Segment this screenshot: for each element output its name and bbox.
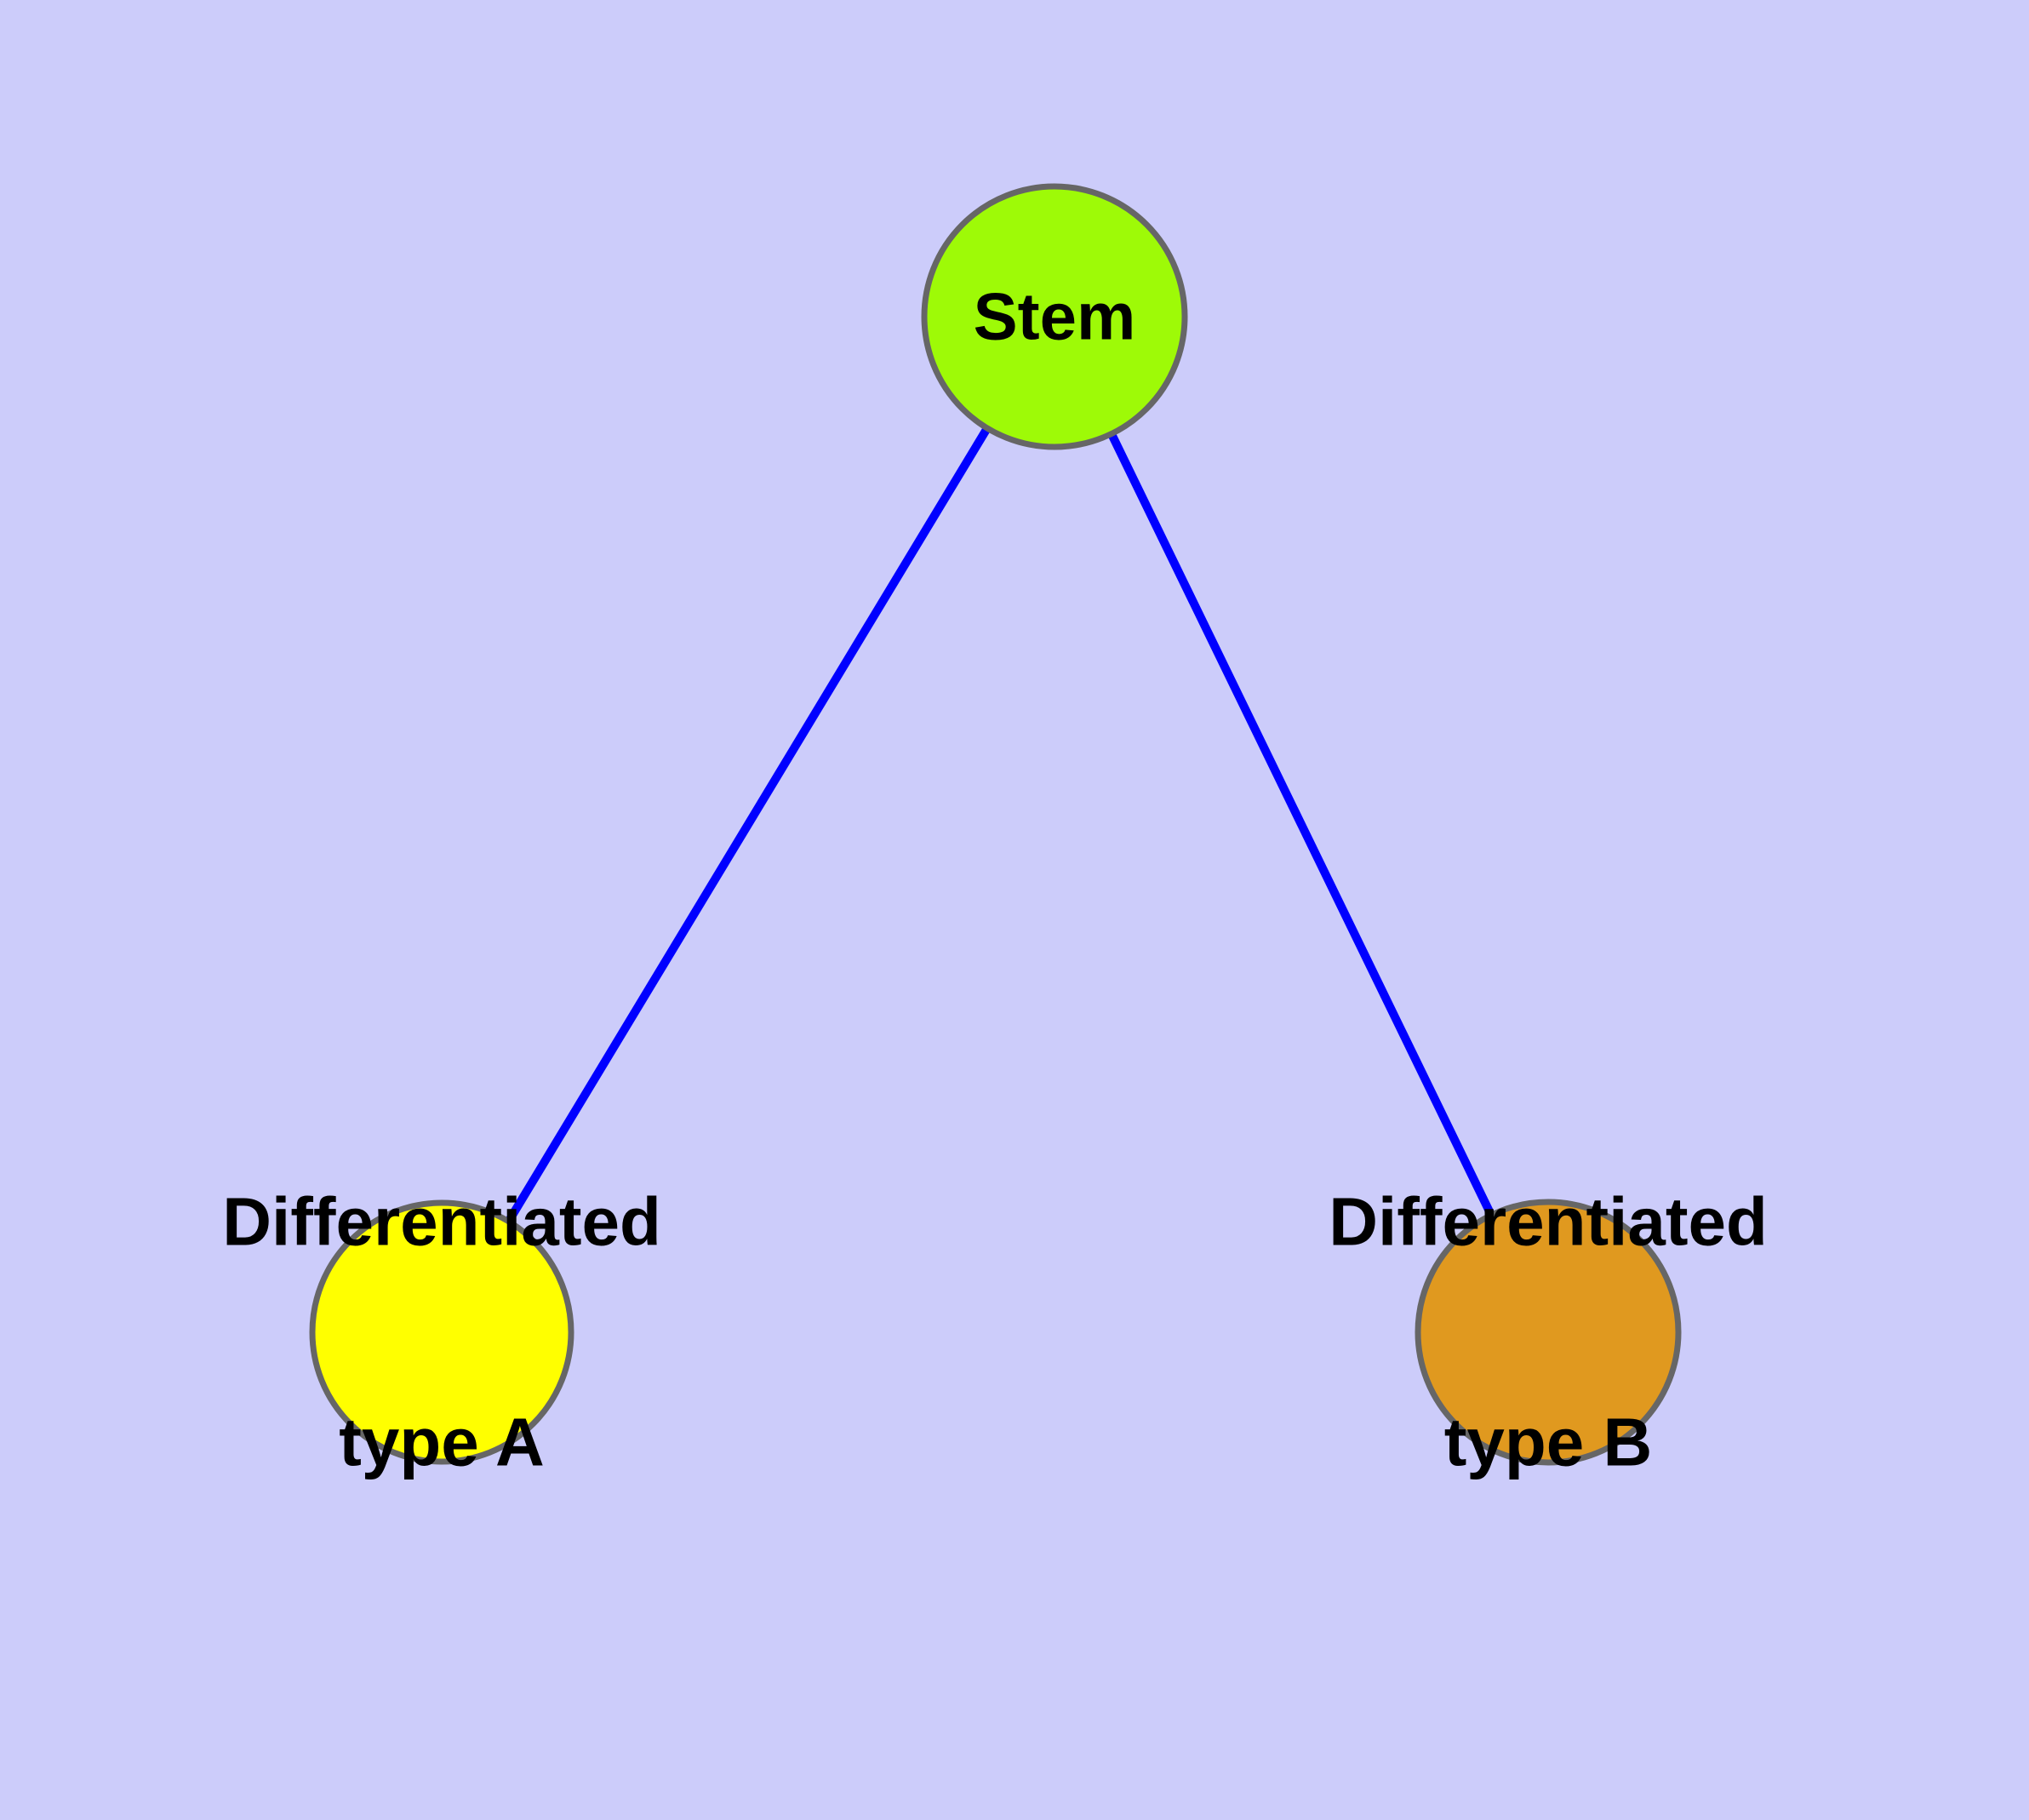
edge-layer (437, 314, 1552, 1335)
edge-stem-to-differentiated-type-b (1050, 314, 1552, 1335)
node-stem[interactable] (921, 183, 1188, 450)
edge-stem-to-differentiated-type-a (437, 314, 1059, 1335)
node-differentiated-type-b[interactable] (1415, 1199, 1682, 1466)
node-layer (309, 183, 1682, 1466)
node-differentiated-type-a[interactable] (309, 1199, 574, 1465)
